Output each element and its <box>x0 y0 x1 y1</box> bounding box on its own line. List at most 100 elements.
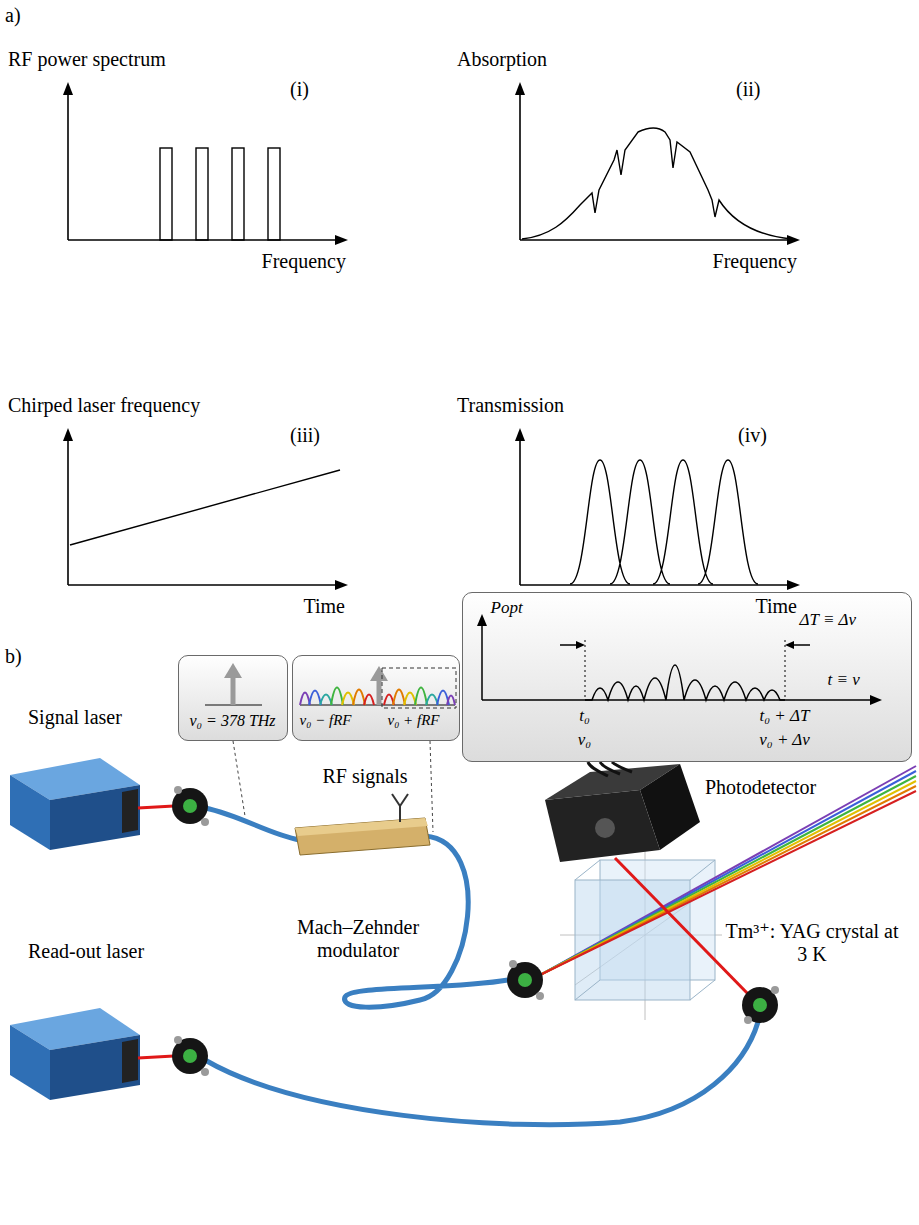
rf-antenna <box>399 806 401 822</box>
axis-label: Popt <box>491 598 523 618</box>
detector-trace-axes <box>482 622 874 700</box>
sideband-spectrum <box>447 696 455 706</box>
spectral-beam <box>540 781 916 975</box>
detector-trace-axes <box>482 699 874 701</box>
component-label: Signal laser <box>28 706 122 729</box>
rf-spectrum-bars <box>160 148 280 240</box>
rf-antenna <box>400 794 408 806</box>
carrier-callout: ν₀ = 378 THz <box>178 655 288 741</box>
plot-index: (ii) <box>736 78 760 101</box>
optical-fiber <box>205 808 758 1125</box>
detector-axis-arrowhead <box>477 614 487 626</box>
tm-yag-crystal <box>690 860 715 880</box>
axis-arrowhead <box>335 580 348 590</box>
axis-label: Frequency <box>713 250 797 273</box>
sideband-spectrum <box>309 691 321 706</box>
signal-laser <box>10 775 50 850</box>
signal-laser <box>10 758 140 850</box>
panel-letter: b) <box>5 645 22 668</box>
plot-axes <box>519 90 521 240</box>
callout-background <box>462 592 912 762</box>
spectral-beam <box>540 766 916 975</box>
plot-axes <box>68 90 792 585</box>
plot-axes <box>519 436 521 585</box>
plot-index: (i) <box>290 78 309 101</box>
spectral-beam <box>540 776 916 975</box>
sideband-spectrum <box>353 690 365 706</box>
sideband-label: ν₀ − fRF <box>300 712 352 729</box>
photodetector-camera <box>545 790 660 862</box>
rf-spectrum-bars <box>160 148 172 240</box>
sideband-spectrum <box>364 695 374 706</box>
rf-spectrum-bars <box>196 148 208 240</box>
chirp-line <box>70 470 340 545</box>
detector-trace-axes <box>585 640 586 700</box>
sideband-spectrum <box>393 690 405 706</box>
crystal-grid <box>560 850 722 1020</box>
axis-arrowhead <box>515 428 525 441</box>
axis-arrowhead <box>335 235 348 245</box>
callout-background <box>178 655 288 741</box>
spectral-beam <box>540 791 916 975</box>
readout-laser <box>10 1025 50 1100</box>
axis-arrowhead <box>63 82 800 590</box>
detector-trace-axes <box>785 640 786 700</box>
detector-cable <box>612 762 632 772</box>
tick-label: ν₀ <box>578 730 591 750</box>
carrier-arrow <box>231 676 236 705</box>
carrier-arrow <box>205 663 262 705</box>
spectral-beam <box>540 771 916 975</box>
detector-cable <box>588 762 632 776</box>
tm-yag-crystal <box>690 980 715 1000</box>
detector-cable <box>588 762 608 776</box>
fiber-coupler-mount <box>201 818 209 826</box>
axis-arrowhead <box>63 428 73 441</box>
rf-spectrum-bars <box>268 148 280 240</box>
sideband-spectrum <box>426 695 438 706</box>
plot-title: Chirped laser frequency <box>8 394 200 417</box>
plot-index: (iv) <box>738 424 767 447</box>
tick-label: ν₀ + Δν <box>759 730 810 750</box>
tm-yag-crystal <box>575 860 715 1000</box>
optical-fiber <box>205 1022 758 1125</box>
component-label: Photodetector <box>705 776 816 799</box>
plot-index: (iii) <box>290 424 320 447</box>
detector-trace-axes <box>560 644 578 646</box>
absorption-curve <box>522 128 792 239</box>
sideband-spectrum <box>382 668 456 708</box>
tick-label: t₀ <box>579 706 590 726</box>
fiber-coupler-mount <box>201 1068 209 1076</box>
mach-zehnder-modulator <box>295 818 430 855</box>
carrier-arrow <box>224 663 242 678</box>
laser-beam <box>138 806 174 808</box>
component-label: Tm³⁺: YAG crystal at 3 K <box>722 920 902 966</box>
fiber-coupler-mount <box>174 786 182 794</box>
readout-laser <box>10 1008 140 1100</box>
axis-arrowhead <box>515 82 525 95</box>
callout-background <box>292 655 460 741</box>
axis-label: t ≡ ν <box>828 670 860 690</box>
rf-antenna <box>392 794 408 822</box>
tm-yag-crystal <box>575 860 600 880</box>
spectral-beam <box>540 766 916 975</box>
callout-leader <box>430 741 433 832</box>
axis-arrowhead <box>63 82 73 95</box>
spectral-beam <box>540 786 916 975</box>
axis-label: Frequency <box>262 250 346 273</box>
fiber-coupler-mount <box>744 1016 752 1024</box>
tm-yag-crystal <box>575 980 600 1000</box>
plot-axes <box>520 584 792 586</box>
fiber-coupler-mount <box>509 960 517 968</box>
frequency-value: ν₀ = 378 THz <box>189 712 275 730</box>
transmission-peaks <box>570 460 758 584</box>
tm-yag-crystal <box>575 880 690 1000</box>
signal-laser <box>50 785 140 850</box>
plot-title: Transmission <box>457 394 564 417</box>
fiber-coupler-mount <box>742 987 778 1023</box>
detector-axis-arrowhead <box>870 695 882 705</box>
component-label: Mach–Zehnder modulator <box>283 916 433 962</box>
fiber-coupler-mount <box>183 1049 197 1063</box>
photodetector-camera <box>545 764 700 862</box>
fiber-coupler-mount <box>753 998 767 1012</box>
callout-background <box>178 592 912 762</box>
